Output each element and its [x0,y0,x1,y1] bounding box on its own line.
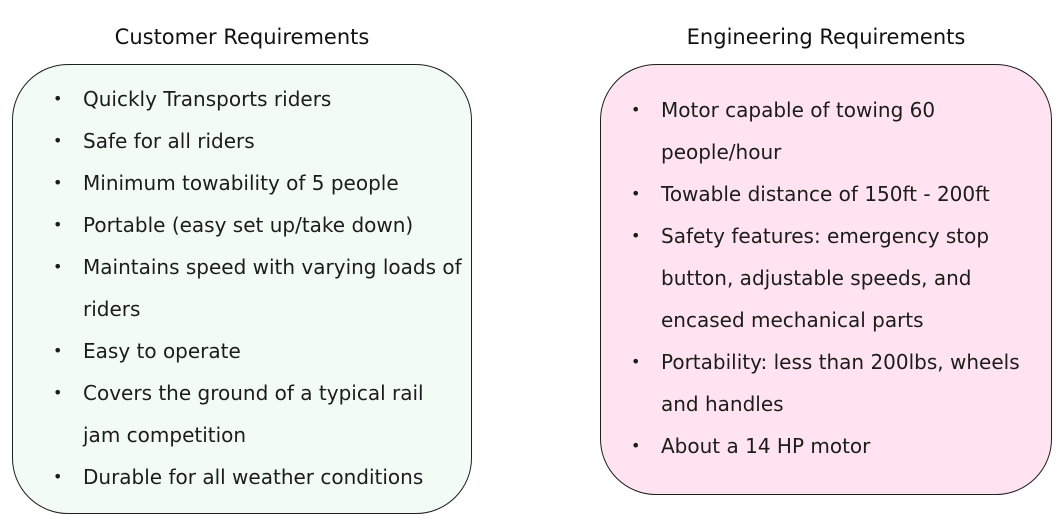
list-item: • Easy to operate [53,330,463,372]
bullet-dot-icon: • [631,436,641,455]
list-item-label: Maintains speed with varying loads of ri… [83,255,462,321]
list-item-label: Towable distance of 150ft - 200ft [661,182,990,206]
list-item-label: Minimum towability of 5 people [83,171,399,195]
customer-requirements-title: Customer Requirements [114,25,370,49]
list-item-label: Safe for all riders [83,129,255,153]
bullet-dot-icon: • [631,226,641,245]
bullet-dot-icon: • [53,131,63,150]
list-item: • Towable distance of 150ft - 200ft [631,173,1041,215]
engineering-requirements-panel: •Motor capable of towing 60 people/hour … [600,64,1052,495]
list-item-label: Easy to operate [83,339,241,363]
list-item-label: Safety features: emergency stop button, … [661,224,990,332]
list-item: • Quickly Transports riders [53,78,463,120]
list-item: • Safety features: emergency stop button,… [631,215,1041,341]
list-item: • Motor capable of towing 60 people/hour [631,89,1041,173]
list-item-label: Quickly Transports riders [83,87,332,111]
list-item-label: About a 14 HP motor [661,434,871,458]
bullet-dot-icon: • [53,341,63,360]
list-item: • Maintains speed with varying loads of r… [53,246,463,330]
list-item: • Durable for all weather conditions [53,456,463,498]
bullet-dot-icon: • [53,467,63,486]
list-item: • Portable (easy set up/take down) [53,204,463,246]
engineering-requirements-list: •Motor capable of towing 60 people/hour … [631,89,1041,467]
bullet-dot-icon: • [53,383,63,402]
list-item: • Safe for all riders [53,120,463,162]
bullet-dot-icon: • [53,173,63,192]
list-item: • Covers the ground of a typical rail jam… [53,372,463,456]
list-item: • Minimum towability of 5 people [53,162,463,204]
bullet-dot-icon: • [53,257,63,276]
bullet-dot-icon: • [631,184,641,203]
bullet-dot-icon: • [631,100,641,119]
customer-requirements-list: • Quickly Transports riders • Safe for all… [53,78,463,498]
list-item-label: Motor capable of towing 60 people/hour [661,98,936,164]
list-item: • About a 14 HP motor [631,425,1041,467]
engineering-requirements-title: Engineering Requirements [686,25,966,49]
customer-requirements-panel: • Quickly Transports riders • Safe for all… [12,64,472,514]
bullet-dot-icon: • [53,89,63,108]
list-item-label: Portability: less than 200lbs, wheels an… [661,350,1020,416]
list-item-label: Covers the ground of a typical rail jam … [83,381,424,447]
list-item-label: Durable for all weather conditions [83,465,424,489]
bullet-dot-icon: • [631,352,641,371]
bullet-dot-icon: • [53,215,63,234]
list-item: • Portability: less than 200lbs, wheels a… [631,341,1041,425]
list-item-label: Portable (easy set up/take down) [83,213,414,237]
